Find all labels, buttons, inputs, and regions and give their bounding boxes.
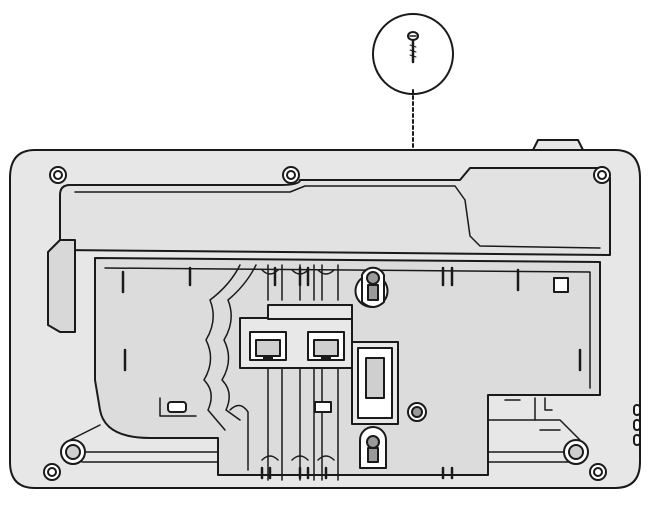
body-screw-holes <box>43 166 611 481</box>
modular-jack-left <box>249 331 287 361</box>
bracket-screw-hole <box>407 402 427 422</box>
bracket-slot-marks <box>121 266 582 480</box>
screw-hole-top-center <box>282 166 300 184</box>
jack-block-top <box>267 304 353 320</box>
keyhole-slot-bottom <box>359 426 387 469</box>
modular-jack-right <box>307 331 345 361</box>
upper-panel-inner <box>74 185 601 249</box>
screw-hole-top-right <box>593 166 611 184</box>
screw-hole-bottom-left <box>43 463 61 481</box>
left-side-tab <box>47 239 76 333</box>
top-tab <box>532 139 584 151</box>
center-slot-frame <box>351 341 399 425</box>
screw-hole-top-left <box>49 166 67 184</box>
bracket-inner-edge <box>104 267 591 389</box>
right-edge-vents <box>633 404 641 446</box>
screw-icon <box>407 31 419 64</box>
bracket-latch-right <box>504 397 561 431</box>
bracket-indicator-square <box>553 277 569 293</box>
screw-hole-bottom-right <box>589 463 607 481</box>
keyhole-slot-top <box>354 266 389 308</box>
cable-hook <box>314 401 332 413</box>
bracket-feet <box>60 419 589 465</box>
bracket-latch-left <box>159 397 197 417</box>
